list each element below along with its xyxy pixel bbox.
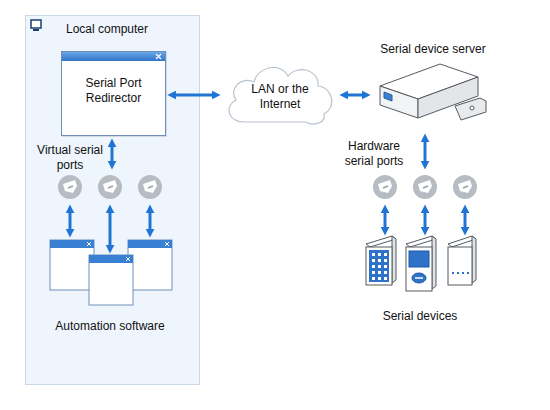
box-label: Serial Port Redirector	[70, 76, 157, 106]
port-icon	[453, 175, 477, 199]
port-icon	[373, 175, 397, 199]
serial-device-illustrations	[366, 236, 476, 291]
panel-heading: Local computer	[66, 22, 199, 37]
caption-label: Serial devices	[365, 309, 475, 324]
caption-label: Automation software	[45, 319, 175, 334]
window-box: Serial Port Redirector	[61, 51, 166, 136]
connector-arrow	[343, 94, 367, 97]
device-server-illustration	[380, 64, 486, 120]
network-cloud: LAN or the Internet	[222, 60, 338, 130]
caption-label: Hardware serial ports	[332, 139, 416, 169]
port-icon	[413, 175, 437, 199]
title-bar	[62, 52, 165, 61]
close-icon	[155, 53, 163, 61]
device-server: Serial device server	[372, 40, 494, 132]
box-label: LAN or the Internet	[238, 82, 322, 112]
caption-label: Virtual serial ports	[30, 143, 110, 173]
device-heading: Serial device server	[372, 42, 494, 57]
